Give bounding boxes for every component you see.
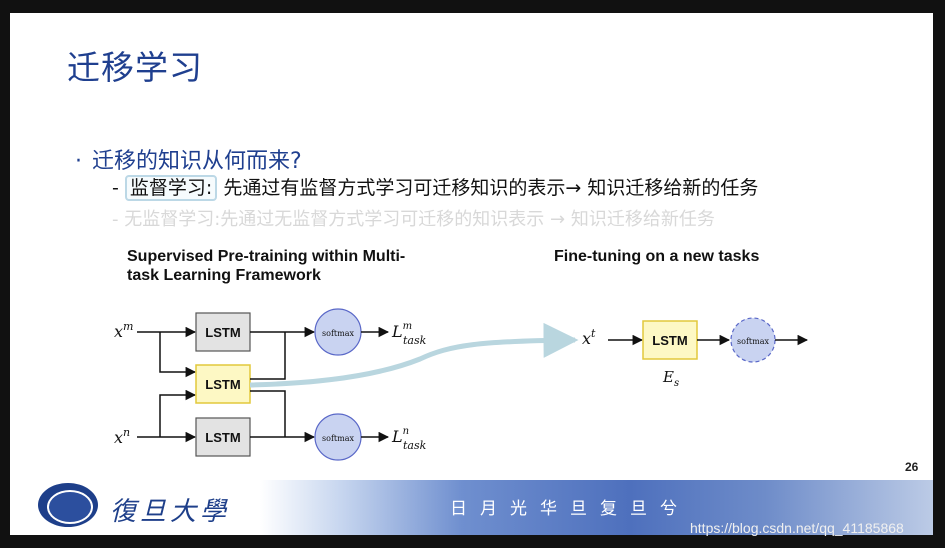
supervised-text: 先通过有监督方式学习可迁移知识的表示→ 知识迁移给新的任务 xyxy=(223,177,758,199)
unsupervised-text: 无监督学习:先通过无监督方式学习可迁移的知识表示 → 知识迁移给新任务 xyxy=(124,209,715,230)
input-xn-label: xn xyxy=(114,426,130,447)
lstm-bottom-label: LSTM xyxy=(205,430,240,445)
softmax-top-label: softmax xyxy=(322,329,354,338)
es-label: Es xyxy=(662,368,679,389)
softmax-bottom-label: softmax xyxy=(322,434,354,443)
diagram-left-title: Supervised Pre-training within Multi- ta… xyxy=(127,247,405,285)
university-logo-inner xyxy=(47,490,93,524)
university-name: 復旦大學 xyxy=(110,491,230,528)
diagram-right-title: Fine-tuning on a new tasks xyxy=(554,247,759,266)
arrow-xn-shared xyxy=(160,395,195,437)
sub-bullet-unsupervised: - 无监督学习:先通过无监督方式学习可迁移的知识表示 → 知识迁移给新任务 xyxy=(112,205,715,231)
supervised-highlight: 监督学习: xyxy=(125,175,217,201)
page-number: 26 xyxy=(905,460,918,474)
slide-title: 迁移学习 xyxy=(67,41,203,89)
sub-marker: - xyxy=(112,209,119,230)
arrow-shared-to-top xyxy=(250,332,285,379)
url-watermark: https://blog.csdn.net/qq_41185868 xyxy=(690,520,904,536)
slide: 迁移学习 · 迁移的知识从何而来? - 监督学习: 先通过有监督方式学习可迁移知识… xyxy=(10,13,933,535)
lstm-target-label: LSTM xyxy=(652,333,687,348)
bullet-text: 迁移的知识从何而来? xyxy=(92,149,302,174)
sub-marker: - xyxy=(112,177,119,199)
banner-motto: 日月光华旦复旦兮 xyxy=(450,494,690,519)
input-xt-label: xt xyxy=(582,327,596,348)
lstm-top-label: LSTM xyxy=(205,325,240,340)
softmax-target-label: softmax xyxy=(737,337,769,346)
lstm-shared-label: LSTM xyxy=(205,377,240,392)
sub-bullet-supervised: - 监督学习: 先通过有监督方式学习可迁移知识的表示→ 知识迁移给新的任务 xyxy=(112,173,758,200)
bullet-marker: · xyxy=(75,149,82,174)
arrow-shared-to-bottom xyxy=(250,391,285,437)
bullet-question: · 迁移的知识从何而来? xyxy=(75,143,302,175)
diagram-left-title-line1: Supervised Pre-training within Multi- xyxy=(127,247,405,266)
arrow-xm-shared xyxy=(160,332,195,372)
input-xm-label: xm xyxy=(114,320,133,341)
